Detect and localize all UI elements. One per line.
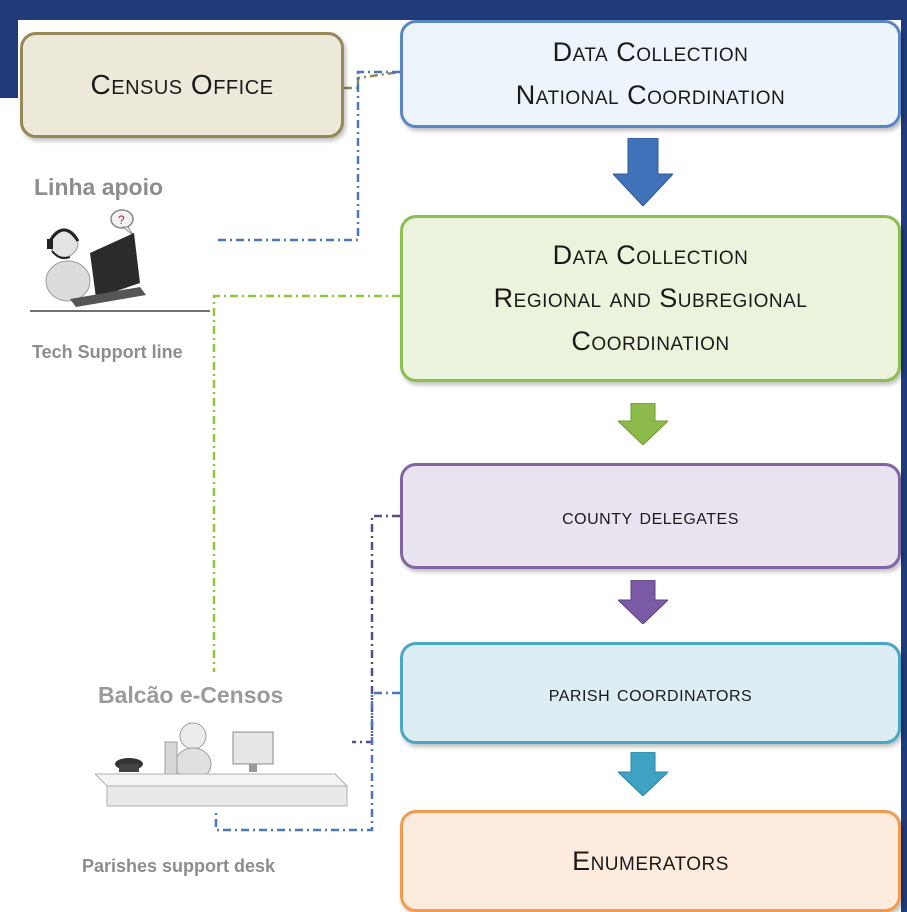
support-desk-icon [95,722,349,807]
tech-support-label: Tech Support line [32,342,183,362]
national-coordination-box: Data Collection National Coordination [400,20,901,128]
enumerators-label: Enumerators [572,845,729,876]
regional-line-2: Regional and Subregional [493,282,808,313]
connector-parish-balcao [214,691,400,832]
right-frame-bar [901,0,907,912]
headset-operator-icon: ? [30,209,210,312]
enumerators-box: Enumerators [400,810,901,912]
national-line-1: Data Collection [552,36,749,67]
connector-census-national [344,70,401,90]
regional-line-1: Data Collection [552,239,749,270]
census-office-box: Census Office [20,32,344,138]
connector-regional-balcao [212,294,400,672]
svg-text:?: ? [118,213,125,227]
arrow-down-green-icon [618,403,668,445]
connector-national-tech [214,70,400,242]
connector-county-balcao [352,514,400,744]
arrow-down-teal-icon [618,752,668,796]
linha-apoio-title: Linha apoio [34,174,164,200]
regional-line-3: Coordination [571,326,730,357]
regional-coordination-box: Data Collection Regional and Subregional… [400,215,901,382]
arrow-down-blue-icon [613,138,673,206]
parish-coordinators-box: parish coordinators [400,642,901,744]
top-frame-bar [0,0,907,20]
parish-coordinators-label: parish coordinators [548,679,753,706]
parishes-support-desk-label: Parishes support desk [82,856,276,876]
county-delegates-box: county delegates [400,463,901,569]
arrow-down-purple-icon [618,580,668,624]
balcao-ecensos-title: Balcão e-Censos [98,682,284,708]
left-frame-bar [0,0,18,98]
national-line-2: National Coordination [515,80,786,110]
census-office-label: Census Office [90,69,274,100]
county-delegates-label: county delegates [562,502,739,529]
